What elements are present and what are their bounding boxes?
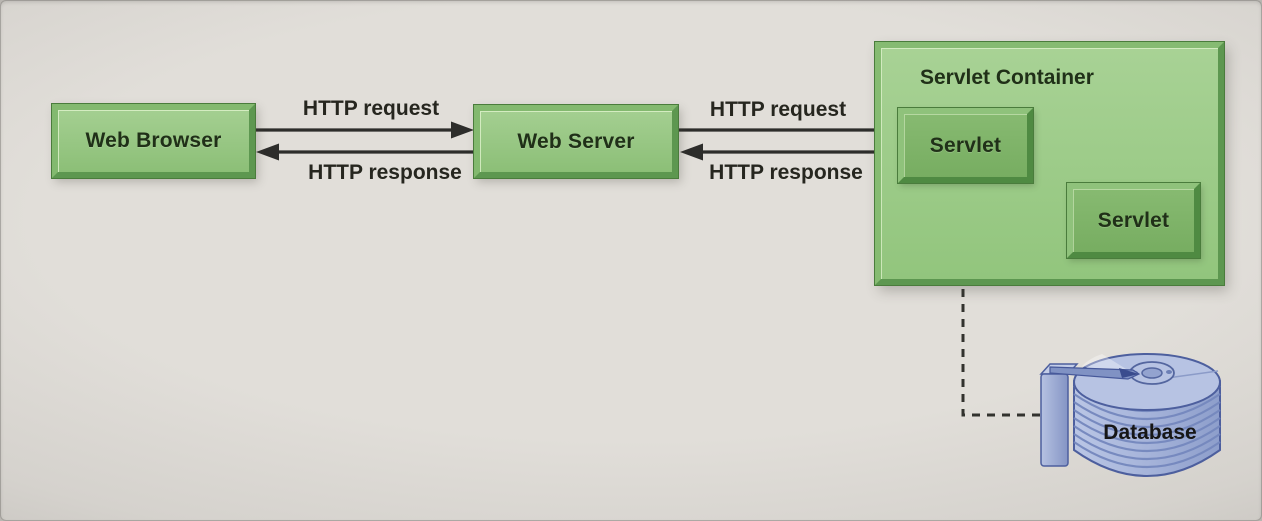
- http-response-arrow-servlet-server: [680, 143, 898, 161]
- web-browser-label: Web Browser: [85, 129, 222, 152]
- web-server-label: Web Server: [517, 129, 635, 153]
- edge-label-http-response-2: HTTP response: [709, 161, 863, 184]
- http-request-arrow-browser-server: [256, 121, 474, 139]
- node-servlet-container: Servlet Container Servlet Servlet: [874, 41, 1225, 286]
- servlet-2-label: Servlet: [1097, 208, 1170, 232]
- database-disk-icon: [1039, 353, 1221, 477]
- node-servlet-1: Servlet: [897, 107, 1034, 184]
- arrowhead-right-icon: [451, 121, 474, 139]
- http-request-arrow-server-servlet: [678, 121, 898, 139]
- servlet-1-label: Servlet: [929, 133, 1002, 157]
- edge-label-http-response-1: HTTP response: [308, 161, 462, 184]
- node-web-browser: Web Browser: [51, 103, 256, 179]
- node-servlet-2: Servlet: [1066, 182, 1201, 259]
- database-label: Database: [1103, 421, 1197, 444]
- arrowhead-left-icon: [256, 143, 279, 161]
- http-response-arrow-server-browser: [256, 143, 474, 161]
- arrowhead-left-icon: [680, 143, 703, 161]
- edge-label-http-request-2: HTTP request: [709, 98, 847, 121]
- node-web-server: Web Server: [473, 104, 679, 179]
- edge-label-http-request-1: HTTP request: [302, 97, 440, 120]
- servlet-container-label: Servlet Container: [920, 66, 1094, 89]
